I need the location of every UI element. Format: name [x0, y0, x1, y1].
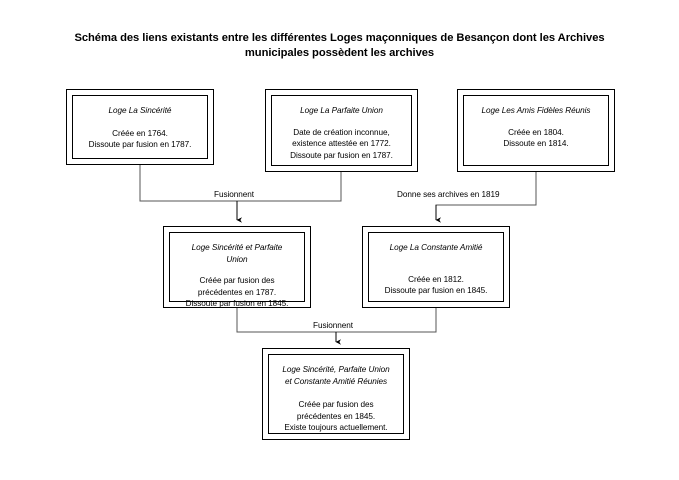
node-title: Loge Sincérité, Parfaite Union et Consta…	[275, 364, 397, 387]
node-loge-les-amis-fideles-reunis[interactable]: Loge Les Amis Fidèles Réunis Créée en 18…	[457, 89, 615, 172]
node-inner: Loge La Constante Amitié Créée en 1812. …	[368, 232, 504, 302]
node-title: Loge La Constante Amitié	[389, 243, 483, 252]
node-inner: Loge La Parfaite Union Date de création …	[271, 95, 412, 166]
node-body-line: Dissoute par fusion en 1845.	[185, 299, 289, 308]
node-body-line: Créée en 1812.	[408, 274, 464, 284]
node-body-line: précédentes en 1787.	[197, 287, 277, 297]
diagram-title-line-1: Schéma des liens existants entre les dif…	[74, 32, 605, 44]
node-title: Loge La Sincérité	[108, 106, 172, 115]
node-loge-la-sincerite[interactable]: Loge La Sincérité Créée en 1764. Dissout…	[66, 89, 214, 165]
node-body: Créée par fusion des précédentes en 1787…	[176, 275, 298, 310]
node-title-line: Union	[226, 254, 248, 264]
diagram-title-line-2: municipales possèdent les archives	[244, 47, 435, 59]
node-body-line: Dissoute par fusion en 1787.	[290, 150, 393, 160]
node-loge-sincerite-parfaite-union-et-constante-amitie-reunies[interactable]: Loge Sincérité, Parfaite Union et Consta…	[262, 348, 410, 440]
node-title-line: et Constante Amitié Réunies	[284, 376, 388, 386]
node-body: Créée en 1812. Dissoute par fusion en 18…	[375, 274, 497, 297]
diagram-title: Schéma des liens existants entre les dif…	[52, 31, 627, 61]
node-loge-la-constante-amitie[interactable]: Loge La Constante Amitié Créée en 1812. …	[362, 226, 510, 308]
node-title: Loge La Parfaite Union	[300, 106, 383, 115]
node-body: Créée en 1764. Dissoute par fusion en 17…	[79, 128, 201, 151]
node-body: Date de création inconnue, existence att…	[278, 127, 405, 162]
node-body-line: Créée en 1804.	[508, 127, 564, 137]
node-body-line: Créée par fusion des	[199, 276, 275, 285]
edge-label-fusionnent-left: Fusionnent	[211, 189, 258, 200]
node-body-line: Dissoute par fusion en 1787.	[88, 140, 192, 149]
node-body-line: existence attestée en 1772.	[292, 139, 391, 148]
node-inner: Loge Sincérité et Parfaite Union Créée p…	[169, 232, 305, 308]
node-title: Loge Sincérité et Parfaite Union	[176, 242, 298, 265]
node-body-line: Dissoute par fusion en 1845.	[384, 286, 488, 295]
node-body: Créée par fusion des précédentes en 1845…	[275, 399, 397, 434]
node-body-line: Créée par fusion des	[298, 400, 374, 409]
node-inner: Loge Les Amis Fidèles Réunis Créée en 18…	[463, 95, 609, 166]
node-body-line: précédentes en 1845.	[296, 411, 376, 421]
node-title-line: Loge Sincérité et Parfaite	[191, 243, 283, 252]
node-inner: Loge Sincérité, Parfaite Union et Consta…	[268, 354, 404, 434]
node-body-line: Existe toujours actuellement.	[284, 423, 388, 432]
node-body-line: Dissoute en 1814.	[503, 139, 569, 148]
node-body-line: Créée en 1764.	[112, 128, 168, 138]
node-inner: Loge La Sincérité Créée en 1764. Dissout…	[72, 95, 208, 159]
edge-label-donne-archives: Donne ses archives en 1819	[394, 189, 503, 200]
node-title-line: Loge Sincérité, Parfaite Union	[282, 365, 390, 374]
node-body: Créée en 1804. Dissoute en 1814.	[470, 127, 602, 150]
node-body-line: Date de création inconnue,	[293, 127, 390, 137]
node-title: Loge Les Amis Fidèles Réunis	[481, 106, 591, 115]
edge-label-fusionnent-bottom: Fusionnent	[310, 320, 357, 331]
node-loge-la-parfaite-union[interactable]: Loge La Parfaite Union Date de création …	[265, 89, 418, 172]
node-loge-sincerite-et-parfaite-union[interactable]: Loge Sincérité et Parfaite Union Créée p…	[163, 226, 311, 308]
